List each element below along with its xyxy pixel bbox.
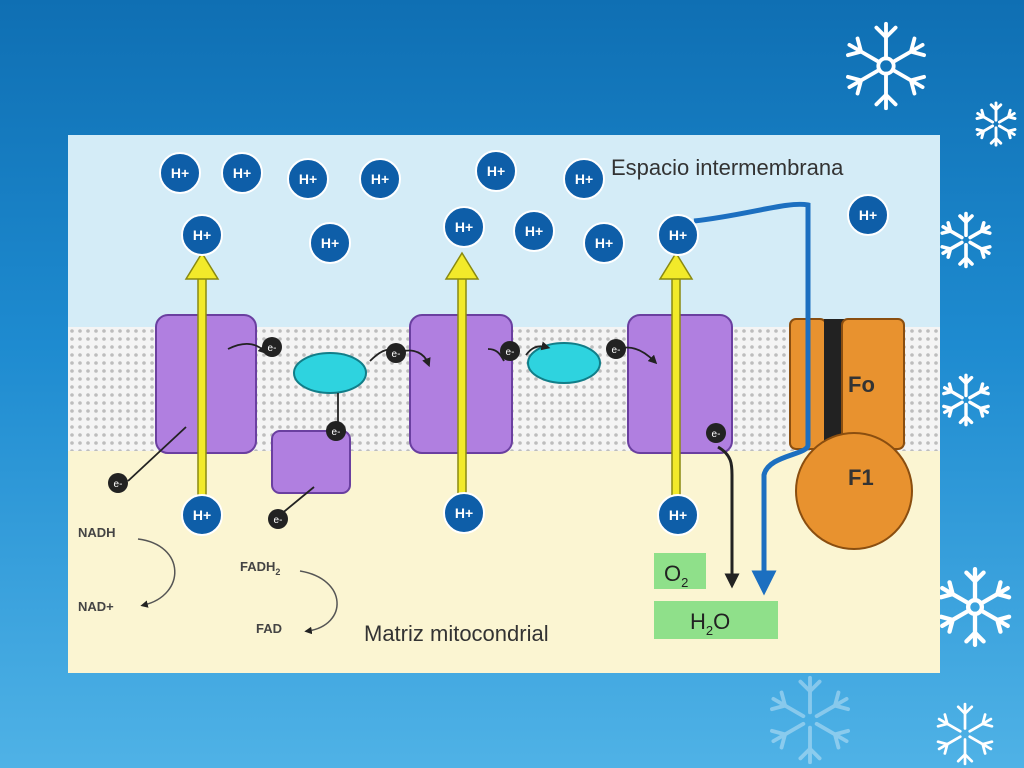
electron-flow-arrows [127, 341, 740, 589]
matrix-label: Matriz mitocondrial [364, 621, 549, 646]
matrix-region [68, 451, 940, 673]
o2-label: O2 [664, 561, 688, 590]
svg-text:e-: e- [506, 347, 515, 358]
o2-box [654, 553, 706, 589]
electron: e- [606, 339, 626, 359]
electron: e- [268, 509, 288, 529]
fadh2-oxidation-arrow [299, 570, 338, 635]
proton-label: H+ [321, 235, 339, 251]
proton-label: H+ [171, 165, 189, 181]
proton-label: H+ [575, 171, 593, 187]
proton-label: H+ [859, 207, 877, 223]
fad-label: FAD [256, 621, 282, 636]
atp-synthase-f1 [795, 432, 913, 550]
proton: H+ [443, 492, 485, 534]
svg-text:e-: e- [332, 427, 341, 438]
svg-text:e-: e- [712, 429, 721, 440]
cytochrome-c-carrier [527, 342, 601, 384]
proton: H+ [657, 494, 699, 536]
protons: H+ H+ H+ H+ H+ H+ H+ H+ H+ H+ H+ H+ H+ H+ H+ H+ [159, 150, 889, 536]
atp-synthase-stalk [824, 319, 844, 451]
proton-pump-arrows [184, 251, 694, 498]
svg-text:e-: e- [268, 343, 277, 354]
proton: H+ [657, 214, 699, 256]
svg-text:e-: e- [274, 515, 283, 526]
h2o-box [654, 601, 778, 639]
proton: H+ [181, 494, 223, 536]
proton: H+ [513, 210, 555, 252]
proton-label: H+ [595, 235, 613, 251]
proton: H+ [221, 152, 263, 194]
proton-label: H+ [193, 507, 211, 523]
snowflake-icon [842, 21, 930, 111]
electron: e- [500, 341, 520, 361]
proton-label: H+ [299, 171, 317, 187]
electron: e- [108, 473, 128, 493]
electron-transport-chain-diagram: Espacio intermembrana Matriz mitocondria… [68, 135, 940, 673]
snowflake-icon [940, 373, 992, 427]
nad-label: NAD+ [78, 599, 114, 614]
f1-label: F1 [848, 465, 874, 490]
proton-label: H+ [669, 227, 687, 243]
proton-label: H+ [193, 227, 211, 243]
snowflake-icon [938, 211, 994, 269]
snowflake-icon [766, 675, 854, 765]
complex-ii [271, 430, 351, 494]
proton: H+ [847, 194, 889, 236]
svg-text:e-: e- [612, 345, 621, 356]
proton-label: H+ [371, 171, 389, 187]
proton: H+ [443, 206, 485, 248]
nadh-label: NADH [78, 525, 116, 540]
proton: H+ [583, 222, 625, 264]
proton-label: H+ [233, 165, 251, 181]
proton-label: H+ [525, 223, 543, 239]
proton-label: H+ [455, 219, 473, 235]
fadh2-label: FADH2 [240, 559, 280, 577]
svg-text:e-: e- [114, 479, 123, 490]
proton-label: H+ [455, 505, 473, 521]
svg-text:e-: e- [392, 349, 401, 360]
electron: e- [706, 423, 726, 443]
proton: H+ [359, 158, 401, 200]
proton-label: H+ [487, 163, 505, 179]
proton-label: H+ [669, 507, 687, 523]
proton: H+ [181, 214, 223, 256]
proton: H+ [475, 150, 517, 192]
nadh-oxidation-arrow [137, 538, 176, 608]
snowflake-icon [932, 552, 1018, 662]
proton: H+ [309, 222, 351, 264]
proton: H+ [563, 158, 605, 200]
h2o-label: H2O [690, 609, 730, 638]
electron: e- [262, 337, 282, 357]
electron: e- [386, 343, 406, 363]
snowflake-icon [973, 101, 1019, 147]
snowflake-icon [934, 702, 996, 766]
proton: H+ [159, 152, 201, 194]
fo-label: Fo [848, 372, 875, 397]
proton-flow-path [693, 201, 811, 596]
ubiquinone-carrier [293, 352, 367, 394]
intermembrane-space-label: Espacio intermembrana [611, 155, 844, 180]
electron: e- [326, 421, 346, 441]
proton: H+ [287, 158, 329, 200]
